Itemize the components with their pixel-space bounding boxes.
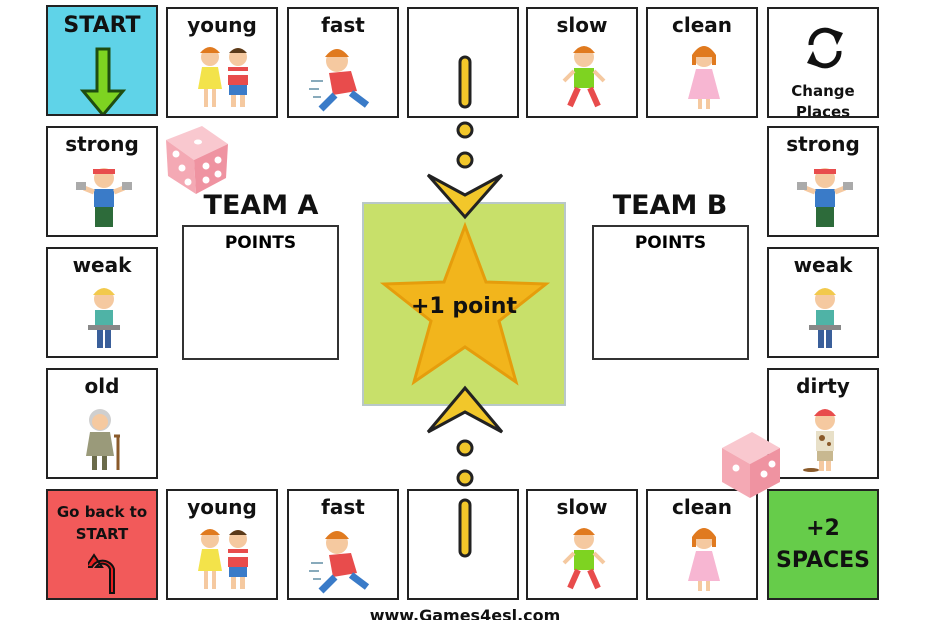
dice-icon[interactable] [156,118,236,198]
team-a-title: TEAM A [203,190,319,221]
arrow-path-bottom [426,385,504,558]
space-label: weak [793,253,853,277]
space-right-dirty[interactable]: dirty [767,368,879,479]
dice-icon[interactable] [716,418,788,500]
rotate-arrows-icon [807,27,843,69]
space-left-strong[interactable]: strong [46,126,158,237]
team-b-points-box[interactable]: POINTS [592,225,749,360]
plus-two-label: +2 SPACES [776,516,870,573]
space-label: fast [321,495,365,519]
space-right-weak[interactable]: weak [767,247,879,358]
space-label: clean [671,495,732,519]
space-top-clean[interactable]: clean [646,7,758,118]
strong-boy-icon [797,168,853,227]
space-label: clean [671,13,732,37]
change-places-label: Change Places [791,82,855,118]
space-left-weak[interactable]: weak [46,247,158,358]
slow-boy-icon [562,528,606,590]
clean-girl-icon [688,46,720,109]
space-top-fast[interactable]: fast [287,7,399,118]
clean-girl-icon [688,528,720,591]
team-a-points-box[interactable]: POINTS [182,225,339,360]
space-label: young [187,13,257,37]
space-bottom-fast[interactable]: fast [287,489,399,600]
start-label: START [63,13,141,38]
star-icon [380,222,550,386]
space-label: strong [786,132,860,156]
space-label: slow [556,13,608,37]
young-kids-icon [198,529,248,589]
space-bottom-slow[interactable]: slow [526,489,638,600]
site-credit: www.Games4esl.com [369,606,561,620]
team-b-title: TEAM B [612,190,728,221]
weak-boy-icon [88,288,120,348]
team-a-points-label: POINTS [224,233,297,253]
space-label: slow [556,495,608,519]
start-space[interactable]: START [46,5,158,116]
arrow-path-top [426,55,504,220]
go-back-to-start-space[interactable]: Go back to START [46,489,158,600]
space-top-young[interactable]: young [166,7,278,118]
space-top-slow[interactable]: slow [526,7,638,118]
space-label: weak [72,253,132,277]
center-bonus-label: +1 point [411,294,517,319]
team-b-points-label: POINTS [634,233,707,253]
go-back-label: Go back to START [56,503,148,543]
weak-boy-icon [809,288,841,348]
return-arrow-icon [88,553,115,594]
space-label: old [84,374,120,398]
space-label: young [187,495,257,519]
strong-boy-icon [76,168,132,227]
old-woman-icon [86,409,120,470]
space-right-strong[interactable]: strong [767,126,879,237]
down-arrow-icon [79,47,127,114]
fast-boy-icon [309,531,370,594]
space-bottom-young[interactable]: young [166,489,278,600]
dirty-boy-icon [803,409,836,472]
space-bottom-clean[interactable]: clean [646,489,758,600]
space-label: strong [65,132,139,156]
plus-two-spaces-space[interactable]: +2 SPACES [767,489,879,600]
space-label: dirty [796,374,850,398]
slow-boy-icon [562,46,606,108]
space-label: fast [321,13,365,37]
space-left-old[interactable]: old [46,368,158,479]
young-kids-icon [198,47,248,107]
fast-boy-icon [309,49,370,112]
change-places-space[interactable]: Change Places [767,7,879,118]
